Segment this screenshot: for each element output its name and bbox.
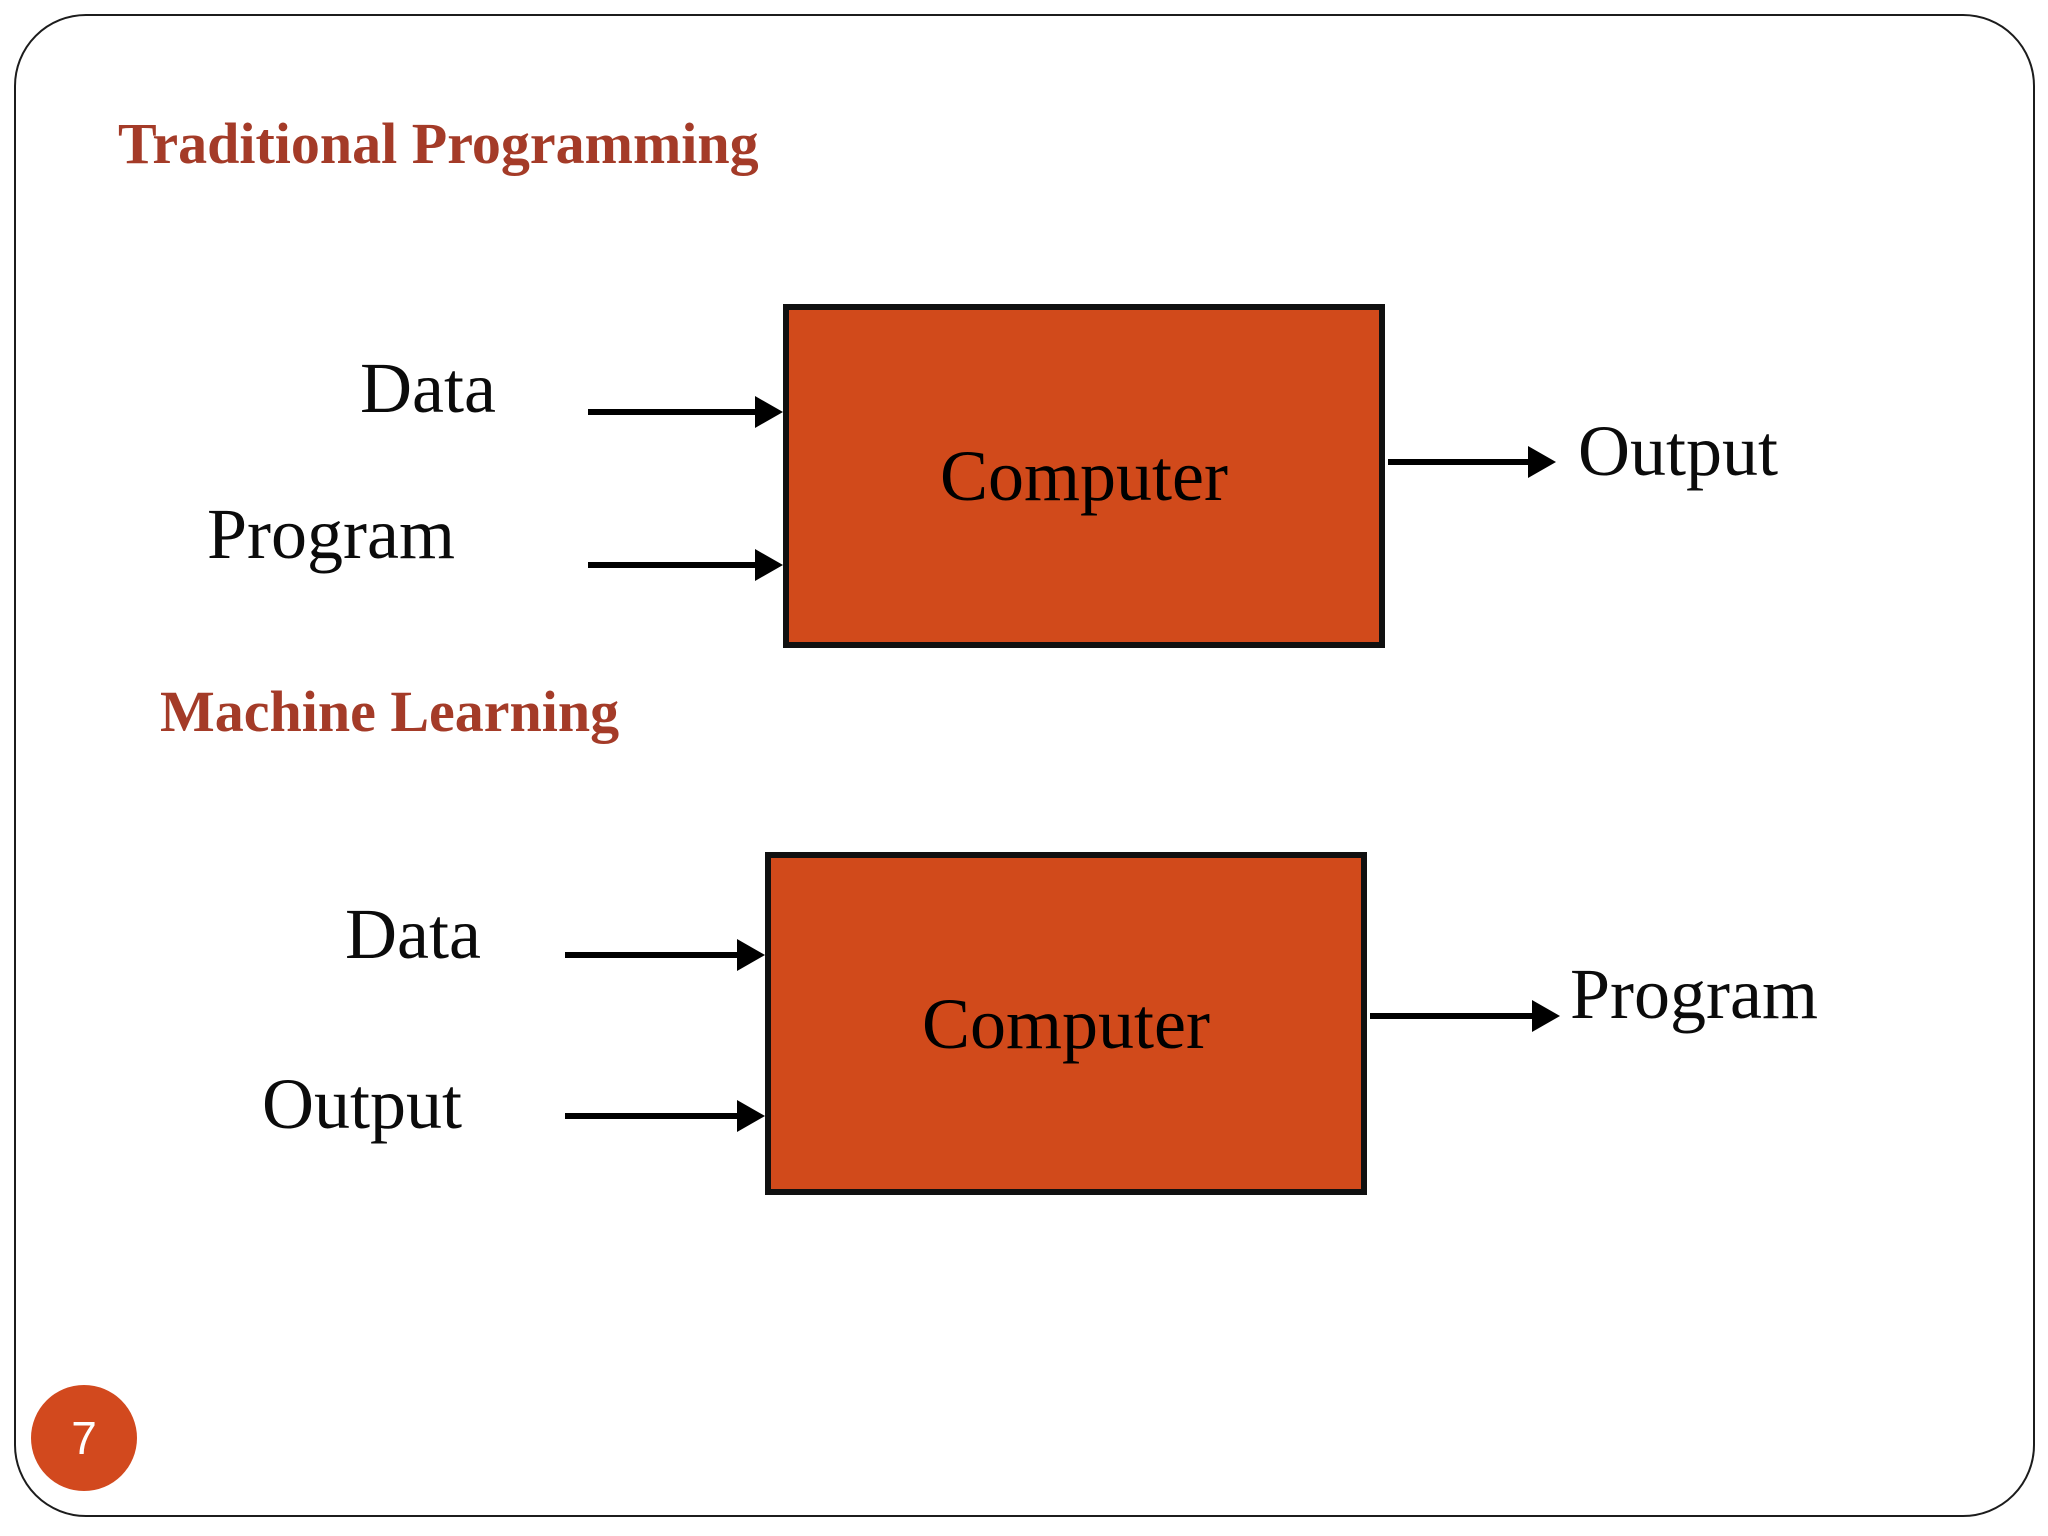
arrow-head-icon <box>755 396 783 428</box>
arrow-right-icon <box>588 549 783 581</box>
arrow-right-icon <box>565 1100 765 1132</box>
arrow-shaft <box>565 952 737 958</box>
arrow-head-icon <box>737 1100 765 1132</box>
output-label-output: Output <box>1578 411 1779 491</box>
arrow-shaft <box>1388 459 1528 465</box>
arrow-right-icon <box>1388 446 1556 478</box>
section-heading-machine-learning: Machine Learning <box>160 679 620 744</box>
arrow-right-icon <box>588 396 783 428</box>
arrow-head-icon <box>1532 1000 1560 1032</box>
output-label-program: Program <box>1570 954 1818 1034</box>
input-label-program: Program <box>207 494 455 574</box>
computer-box-traditional: Computer <box>783 304 1385 648</box>
input-label-data: Data <box>345 894 481 974</box>
arrow-shaft <box>588 562 755 568</box>
arrow-right-icon <box>565 939 765 971</box>
arrow-shaft <box>588 409 755 415</box>
arrow-head-icon <box>737 939 765 971</box>
arrow-head-icon <box>755 549 783 581</box>
arrow-right-icon <box>1370 1000 1560 1032</box>
computer-box-machine-learning: Computer <box>765 852 1367 1195</box>
arrow-shaft <box>1370 1013 1532 1019</box>
section-heading-traditional-programming: Traditional Programming <box>118 111 759 176</box>
computer-box-label: Computer <box>922 983 1210 1064</box>
arrow-head-icon <box>1528 446 1556 478</box>
input-label-output: Output <box>262 1064 463 1144</box>
page-number-badge: 7 <box>31 1385 137 1491</box>
input-label-data: Data <box>360 348 496 428</box>
slide-border-frame <box>14 14 2035 1517</box>
arrow-shaft <box>565 1113 737 1119</box>
computer-box-label: Computer <box>940 436 1228 516</box>
page-number: 7 <box>71 1412 97 1464</box>
